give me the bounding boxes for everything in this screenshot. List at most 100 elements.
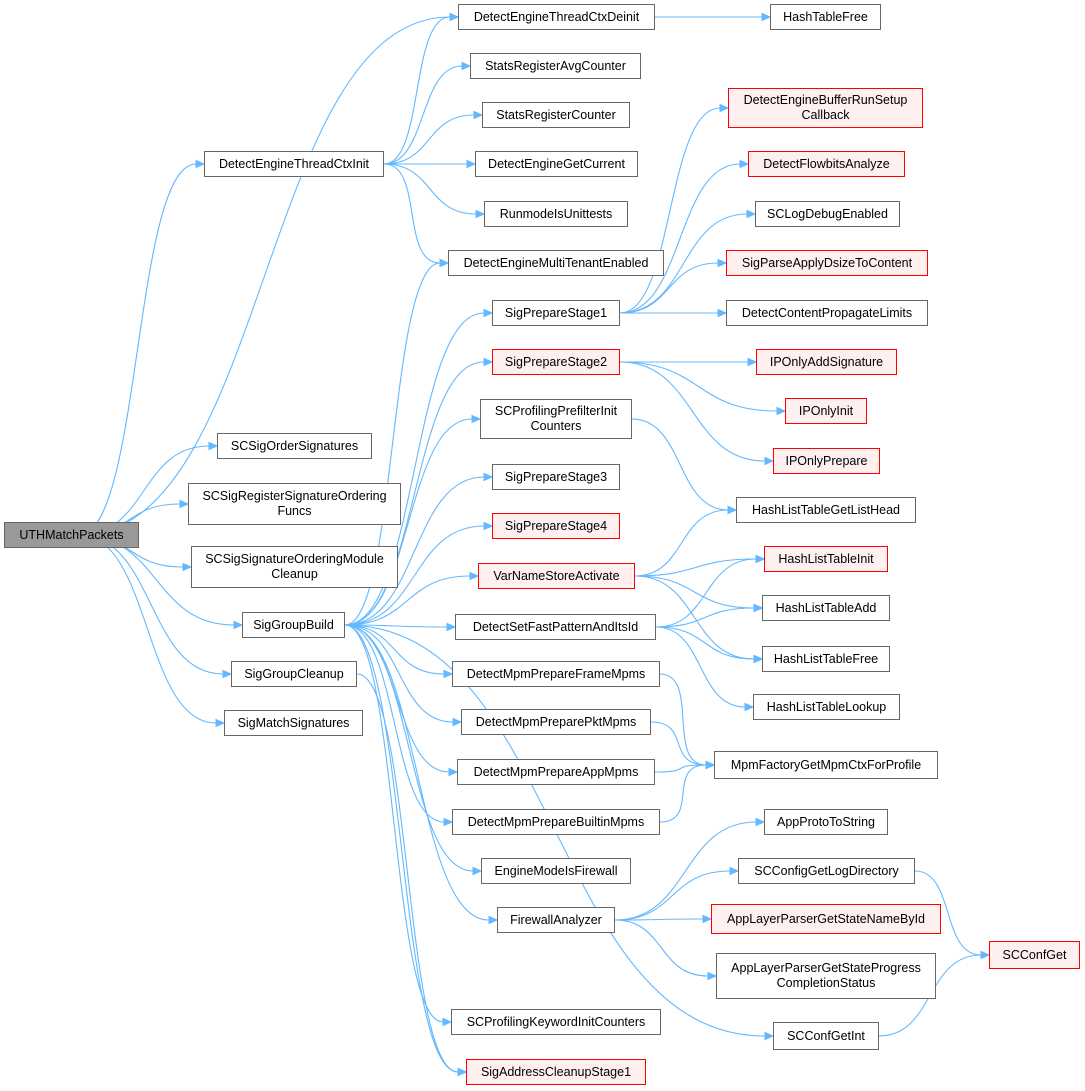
edge-arrow-dectd-to-htfree [761,12,772,22]
edge-arrow-fastpat-to-hllookup [744,702,755,712]
node-dectinit[interactable]: DetectEngineThreadCtxInit [204,151,384,177]
node-hlfree[interactable]: HashListTableFree [762,646,890,672]
node-approto[interactable]: AppProtoToString [764,809,888,835]
node-ipadd[interactable]: IPOnlyAddSignature [756,349,897,375]
edge-dectinit-to-rununit [383,163,477,215]
edge-dectinit-to-dectd [383,16,451,165]
node-mpmframe[interactable]: DetectMpmPrepareFrameMpms [452,661,660,687]
edge-siggb-to-stage1 [344,312,485,626]
node-kwinit[interactable]: SCProfilingKeywordInitCounters [451,1009,661,1035]
node-confgetint[interactable]: SCConfGetInt [773,1022,879,1050]
node-sigregord[interactable]: SCSigRegisterSignatureOrdering Funcs [188,483,401,525]
edge-arrow-root-to-sigregord [179,499,190,509]
node-stage2[interactable]: SigPrepareStage2 [492,349,620,375]
edge-varname-to-hlinit [634,558,757,577]
edge-arrow-siggb-to-mpmapp [448,767,459,777]
node-stage3[interactable]: SigPrepareStage3 [492,464,620,490]
edge-arrow-confgetint-to-confget [980,950,991,960]
node-varname[interactable]: VarNameStoreActivate [478,563,635,589]
edge-arrow-siggb-to-varname [469,571,480,581]
edge-arrow-siggb-to-prefilt [471,414,482,424]
node-root: UTHMatchPackets [4,522,139,548]
node-prefilt[interactable]: SCProfilingPrefilterInit Counters [480,399,632,439]
edge-arrow-root-to-sigorder [208,441,219,451]
edge-siggb-to-fwanal [344,624,490,921]
edge-logdir-to-confget [914,870,982,956]
node-sigmatch[interactable]: SigMatchSignatures [224,710,363,736]
node-hlgethead[interactable]: HashListTableGetListHead [736,497,916,523]
edge-fastpat-to-hllookup [655,626,746,708]
edge-arrow-fwanal-to-approto [755,817,766,827]
node-fastpat[interactable]: DetectSetFastPatternAndItsId [455,614,656,640]
node-confget[interactable]: SCConfGet [989,941,1080,969]
edge-stage1-to-dsize [619,262,719,314]
edge-arrow-siggb-to-firewall [472,866,483,876]
node-logdir[interactable]: SCConfigGetLogDirectory [738,858,915,884]
node-firewall[interactable]: EngineModeIsFirewall [481,858,631,884]
edge-root-to-dectinit [78,163,197,536]
edge-siggb-to-stage3 [344,476,485,626]
node-dectd[interactable]: DetectEngineThreadCtxDeinit [458,4,655,30]
edge-arrow-siggb-to-kwinit [442,1017,453,1027]
node-hlinit[interactable]: HashListTableInit [764,546,888,572]
edge-arrow-stage1-to-flowbits [739,159,750,169]
node-ipinit[interactable]: IPOnlyInit [785,398,867,424]
edge-arrow-fwanal-to-logdir [729,866,740,876]
node-statename[interactable]: AppLayerParserGetStateNameById [711,904,941,934]
node-siggb[interactable]: SigGroupBuild [242,612,345,638]
edge-arrow-dectinit-to-getcur [466,159,477,169]
node-mpmpkt[interactable]: DetectMpmPreparePktMpms [461,709,651,735]
node-ipprep[interactable]: IPOnlyPrepare [773,448,880,474]
node-stage1[interactable]: SigPrepareStage1 [492,300,620,326]
edge-siggb-to-mpmapp [344,624,450,773]
edge-arrow-sigclean-to-addrclean [457,1067,468,1077]
edge-arrow-fastpat-to-hlinit [755,554,766,564]
node-sigordclean[interactable]: SCSigSignatureOrderingModule Cleanup [191,546,398,588]
node-mpmbuilt[interactable]: DetectMpmPrepareBuiltinMpms [452,809,660,835]
node-mpmapp[interactable]: DetectMpmPrepareAppMpms [457,759,655,785]
edge-arrow-stage2-to-ipprep [764,456,775,466]
node-scdebug[interactable]: SCLogDebugEnabled [755,201,900,227]
edge-mpmpkt-to-mpmfact [650,721,707,766]
node-getcur[interactable]: DetectEngineGetCurrent [475,151,638,177]
node-mpmfact[interactable]: MpmFactoryGetMpmCtxForProfile [714,751,938,779]
edge-fwanal-to-logdir [614,870,731,921]
edge-fastpat-to-hlinit [655,558,757,628]
node-flowbits[interactable]: DetectFlowbitsAnalyze [748,151,905,177]
edge-arrow-siggb-to-stage4 [483,521,494,531]
node-rununit[interactable]: RunmodeIsUnittests [484,201,628,227]
node-addrclean[interactable]: SigAddressCleanupStage1 [466,1059,646,1085]
node-bufrun[interactable]: DetectEngineBufferRunSetup Callback [728,88,923,128]
node-statsavg[interactable]: StatsRegisterAvgCounter [470,53,641,79]
node-sigclean[interactable]: SigGroupCleanup [231,661,357,687]
edge-arrow-dectinit-to-rununit [475,209,486,219]
edge-arrow-siggb-to-confgetint [764,1031,775,1041]
edge-arrow-siggb-to-fwanal [488,915,499,925]
node-multiten[interactable]: DetectEngineMultiTenantEnabled [448,250,664,276]
edge-arrow-siggb-to-multiten [439,258,450,268]
edge-arrow-root-to-sigordclean [182,562,193,572]
node-dsize[interactable]: SigParseApplyDsizeToContent [726,250,928,276]
node-fwanal[interactable]: FirewallAnalyzer [497,907,615,933]
edge-arrow-stage1-to-scdebug [746,209,757,219]
edge-arrow-stage1-to-dsize [717,258,728,268]
edge-arrow-root-to-siggb [233,620,244,630]
node-stateprog[interactable]: AppLayerParserGetStateProgress Completio… [716,953,936,999]
edge-siggb-to-varname [344,575,471,626]
edge-siggb-to-fastpat [344,624,448,628]
edge-siggb-to-mpmpkt [344,624,454,723]
node-contprop[interactable]: DetectContentPropagateLimits [726,300,928,326]
edge-mpmframe-to-mpmfact [659,673,707,766]
node-stage4[interactable]: SigPrepareStage4 [492,513,620,539]
node-sigorder[interactable]: SCSigOrderSignatures [217,433,372,459]
edge-siggb-to-kwinit [344,624,444,1023]
node-hladd[interactable]: HashListTableAdd [762,595,890,621]
edge-arrow-mpmbuilt-to-mpmfact [705,760,716,770]
node-hllookup[interactable]: HashListTableLookup [753,694,900,720]
edge-dectinit-to-multiten [383,163,441,264]
edge-arrow-dectinit-to-dectd [449,12,460,22]
edge-dectinit-to-statsavg [383,65,463,165]
node-statsreg[interactable]: StatsRegisterCounter [482,102,630,128]
node-htfree[interactable]: HashTableFree [770,4,881,30]
